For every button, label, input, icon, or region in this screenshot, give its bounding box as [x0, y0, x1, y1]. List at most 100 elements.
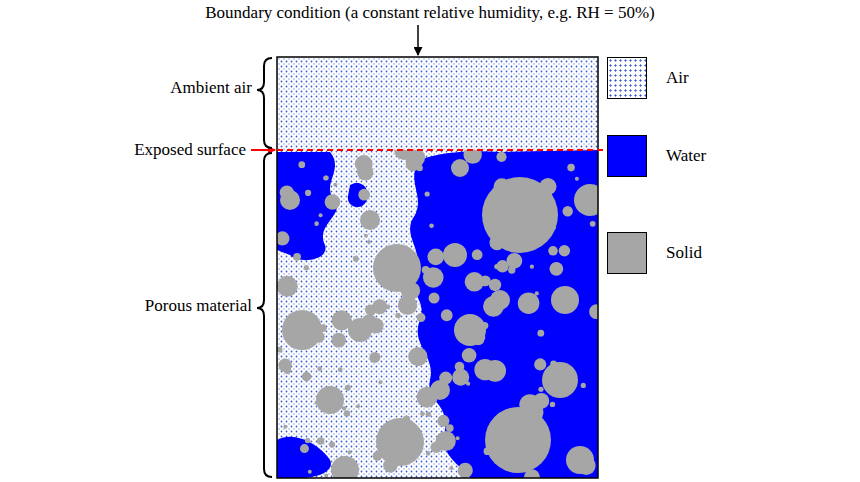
solid-particle [575, 177, 579, 181]
solid-particle [530, 265, 534, 269]
solid-particle [518, 292, 540, 314]
solid-particle [373, 451, 383, 461]
solid-particle [408, 347, 427, 366]
solid-particle [383, 458, 398, 473]
solid-particle [462, 348, 477, 363]
solid-particle [385, 304, 390, 309]
solid-particle [360, 210, 380, 230]
solid-particle [319, 324, 327, 332]
solid-particle [574, 184, 598, 216]
solid-particle [429, 293, 440, 304]
solid-particle [344, 410, 351, 417]
solid-particle [282, 310, 322, 350]
solid-particle [332, 310, 352, 330]
solid-particle [413, 289, 419, 295]
solid-particle [361, 314, 377, 330]
solid-particle [369, 352, 380, 363]
solid-particle [539, 178, 556, 195]
legend-swatch [607, 232, 647, 274]
solid-particle [372, 299, 387, 314]
solid-particle [551, 286, 579, 314]
solid-particle [496, 260, 508, 272]
solid-particle [549, 262, 563, 276]
surface-label: Exposed surface [134, 140, 246, 160]
solid-particle [317, 437, 325, 445]
solid-particle [367, 240, 371, 244]
solid-particle [535, 291, 539, 295]
water-region [277, 437, 331, 478]
solid-particle [425, 191, 430, 196]
solid-particle [562, 206, 572, 216]
solid-particle [437, 415, 449, 427]
solid-particle [501, 416, 516, 431]
solid-particle [342, 406, 347, 411]
solid-particle [472, 333, 484, 345]
solid-particle [538, 387, 543, 392]
solid-particle [331, 456, 359, 478]
solid-particle [506, 253, 522, 269]
ambient-air-brace [257, 58, 272, 148]
solid-particle [463, 329, 467, 333]
solid-particle [402, 454, 408, 460]
solid-particle [458, 463, 473, 478]
solid-particle [348, 450, 352, 454]
solid-particle [443, 243, 467, 267]
solid-particle [567, 164, 575, 172]
solid-particle [323, 175, 328, 180]
domain-border [277, 57, 598, 478]
solid-particle [548, 246, 558, 256]
solid-particle [558, 380, 562, 384]
region-label: Porous material [145, 296, 252, 316]
solid-particle [403, 416, 411, 424]
solid-particle [537, 330, 544, 337]
legend-label: Solid [666, 243, 702, 263]
solid-particle [379, 380, 383, 384]
solid-particle [545, 182, 550, 187]
solid-particle [314, 221, 319, 226]
solid-particle [319, 213, 323, 217]
solid-particle [313, 331, 325, 343]
solid-particle [333, 183, 337, 187]
solid-particle [482, 177, 558, 253]
solid-particle [417, 387, 438, 408]
solid-particle [465, 272, 484, 291]
solid-particle [463, 150, 481, 164]
solid-particle [477, 333, 485, 341]
solid-particle [345, 385, 351, 391]
solid-particle [415, 434, 420, 439]
solid-particle [456, 436, 460, 440]
legend-swatch [607, 135, 647, 177]
water-region [410, 150, 598, 478]
solid-particle [426, 412, 431, 417]
solid-particle [508, 266, 515, 273]
solid-particle [305, 190, 311, 196]
solid-particle [494, 178, 510, 194]
solid-particle [338, 367, 343, 372]
solid-particle [280, 185, 294, 199]
legend-swatch [607, 57, 647, 99]
solid-particle [455, 362, 465, 372]
solid-particle [315, 400, 319, 404]
solid-particle [395, 313, 400, 318]
solid-particle [550, 360, 557, 367]
solid-particle [441, 309, 453, 321]
legend-label: Water [666, 146, 706, 166]
solid-particle [283, 425, 287, 429]
solid-particle [358, 189, 370, 201]
solid-particle [454, 314, 486, 346]
solid-particle [376, 418, 424, 466]
solid-particle [353, 256, 359, 262]
solid-particle [277, 231, 289, 245]
solid-particle [474, 359, 495, 380]
solid-particle [290, 200, 295, 205]
solid-particles [277, 150, 598, 478]
solid-particle [423, 267, 444, 288]
porous-material-brace [257, 153, 272, 477]
solid-particle [357, 164, 373, 180]
solid-particle [308, 470, 312, 474]
solid-particle [519, 394, 540, 415]
solid-particle [489, 279, 501, 291]
solid-particle [294, 312, 312, 330]
boundary-arrow [417, 25, 419, 55]
solid-particle [300, 444, 309, 453]
